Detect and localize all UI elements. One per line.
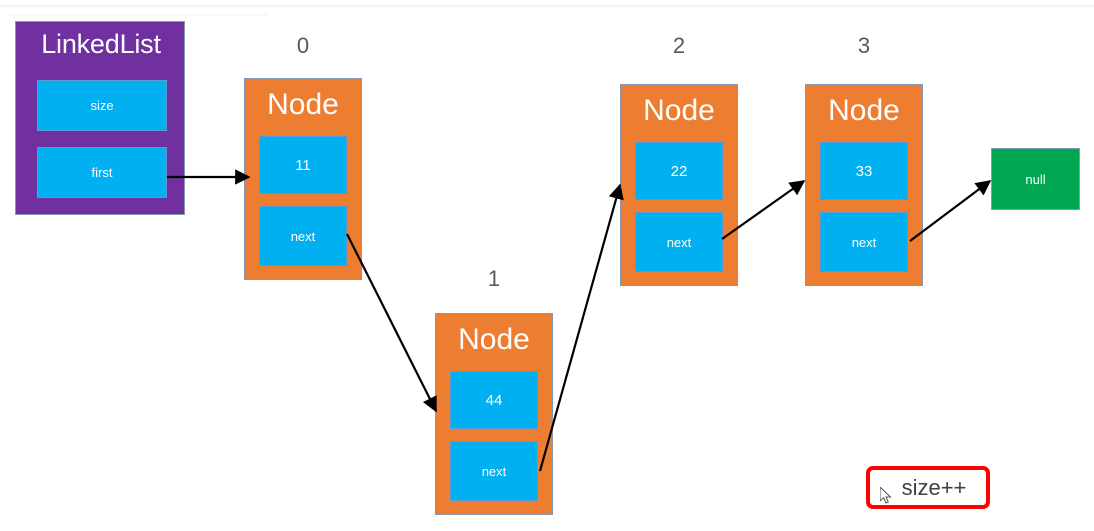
node-value-cell-3[interactable]: 33 bbox=[820, 142, 908, 200]
null-terminator-box[interactable]: null bbox=[991, 148, 1080, 210]
node-next-text-3: next bbox=[851, 234, 877, 250]
linkedlist-object[interactable]: LinkedList size first bbox=[15, 21, 185, 215]
node-next-cell-1[interactable]: next bbox=[450, 441, 538, 501]
node-index-label-3: 3 bbox=[857, 33, 871, 58]
node-next-text-1: next bbox=[481, 463, 507, 479]
node-next-text-2: next bbox=[666, 234, 692, 250]
node-box-3[interactable]: Node 33 next bbox=[805, 84, 923, 286]
node-box-2[interactable]: Node 22 next bbox=[620, 84, 738, 286]
node-type-label-3: Node bbox=[828, 94, 900, 127]
linkedlist-title: LinkedList bbox=[41, 29, 161, 59]
node-type-label-2: Node bbox=[643, 94, 715, 127]
null-terminator-label: null bbox=[1025, 171, 1046, 187]
size-increment-label: size++ bbox=[901, 474, 967, 500]
linkedlist-field-first-label: first bbox=[91, 165, 113, 180]
linkedlist-field-size-label: size bbox=[90, 98, 114, 113]
mouse-pointer-icon bbox=[880, 487, 892, 504]
node-value-text-2: 22 bbox=[670, 162, 688, 180]
node-index-label-2: 2 bbox=[672, 33, 686, 58]
node-next-text-0: next bbox=[290, 228, 316, 244]
node-value-cell-0[interactable]: 11 bbox=[259, 136, 347, 194]
node-value-cell-1[interactable]: 44 bbox=[450, 371, 538, 429]
node-type-label-0: Node bbox=[267, 88, 339, 121]
linkedlist-field-size[interactable]: size bbox=[37, 80, 167, 131]
node-value-cell-2[interactable]: 22 bbox=[635, 142, 723, 200]
node-index-label-1: 1 bbox=[487, 266, 501, 291]
node-next-cell-0[interactable]: next bbox=[259, 206, 347, 266]
linkedlist-field-first[interactable]: first bbox=[37, 147, 167, 198]
node-type-label-1: Node bbox=[458, 323, 530, 356]
node-value-text-0: 11 bbox=[295, 156, 311, 174]
page-top-divider-secondary bbox=[8, 14, 268, 16]
node-value-text-3: 33 bbox=[855, 162, 873, 180]
node-box-1[interactable]: Node 44 next bbox=[435, 313, 553, 515]
node-next-cell-3[interactable]: next bbox=[820, 212, 908, 272]
node-value-text-1: 44 bbox=[485, 391, 503, 409]
node-next-cell-2[interactable]: next bbox=[635, 212, 723, 272]
node-box-0[interactable]: Node 11 next bbox=[244, 78, 362, 280]
node-index-label-0: 0 bbox=[296, 33, 310, 58]
page-top-divider bbox=[0, 5, 1094, 7]
